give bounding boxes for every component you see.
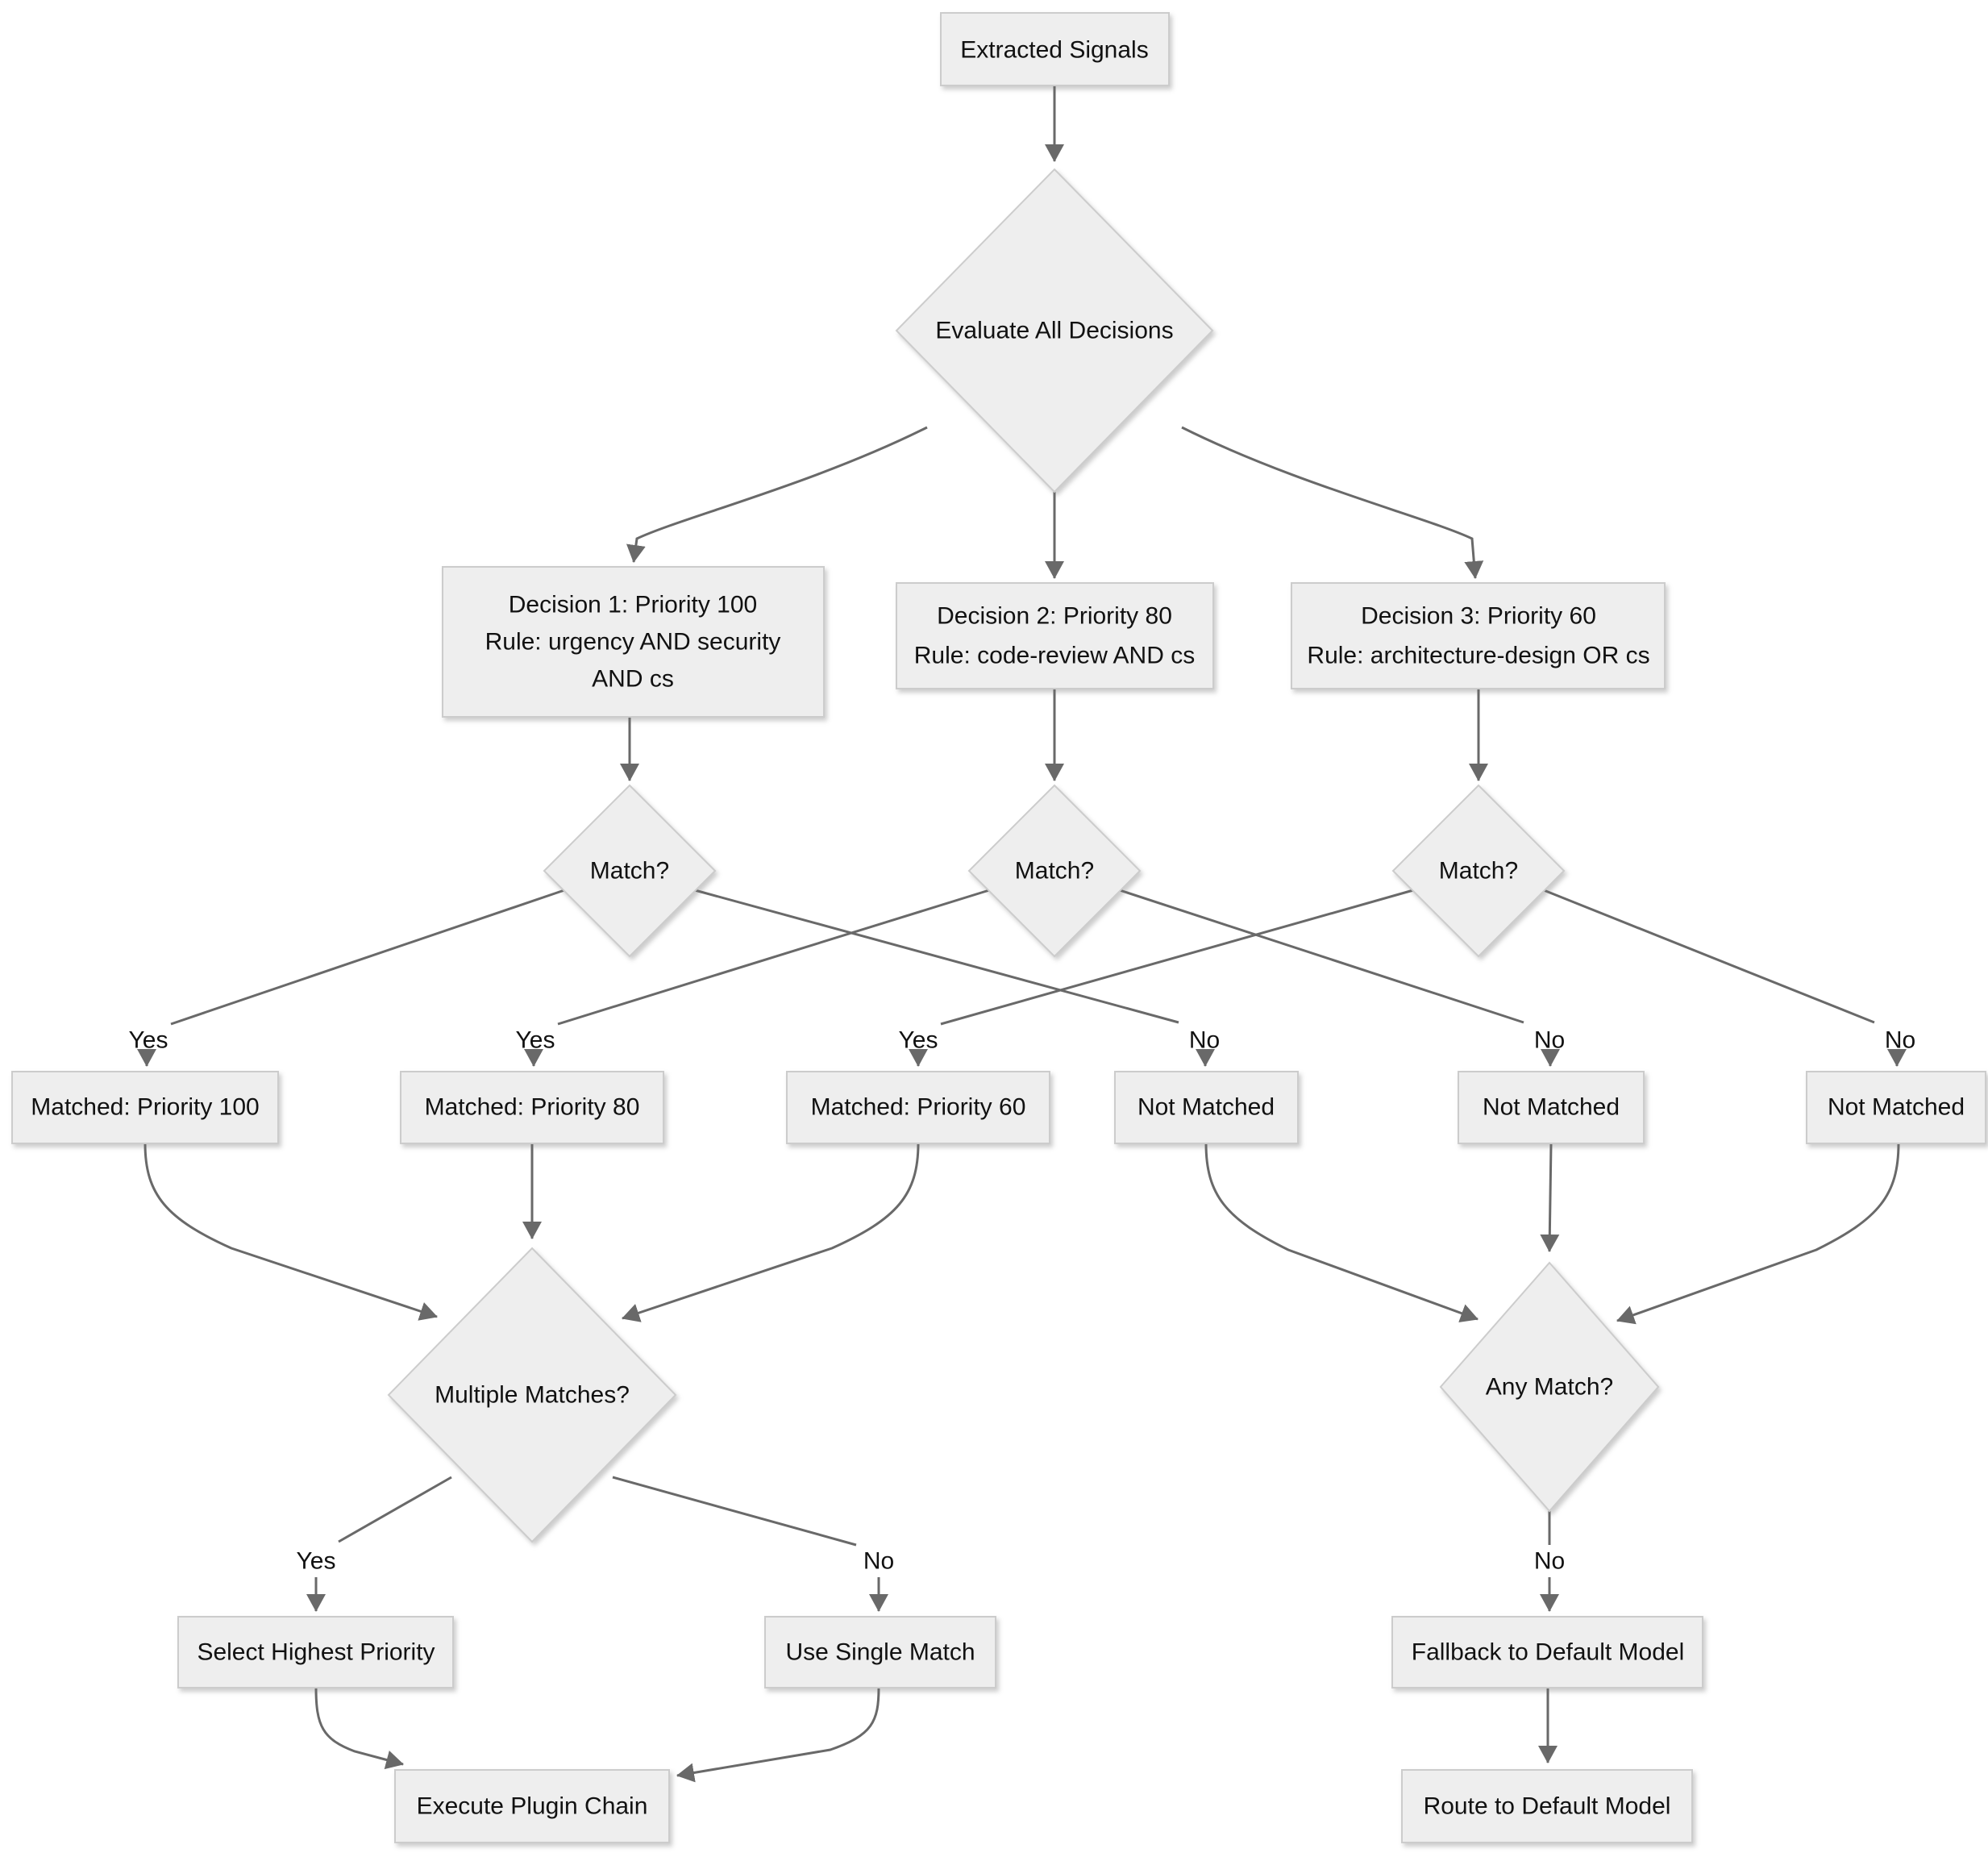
node-not-matched-2-label: Not Matched [1483,1094,1620,1121]
edge-single-to-execute [676,1687,880,1783]
node-execute-plugin-chain-label: Execute Plugin Chain [417,1793,648,1820]
node-match1-label: Match? [590,858,669,885]
edge-labels: Yes Yes Yes No No No Yes No No [129,1027,1916,1575]
edge-evaluate-to-decision3 [1181,426,1484,579]
node-decision-1-line3: AND cs [592,666,674,693]
node-decision-3 [1291,582,1666,689]
edges [137,85,1907,1783]
node-not-matched-1 [1114,1071,1299,1144]
edge-select-to-execute [314,1687,404,1770]
node-matched-priority-80-label: Matched: Priority 80 [425,1094,640,1121]
edge-match1-no-diagonal [694,889,1179,1024]
node-route-to-default-model-label: Route to Default Model [1424,1793,1671,1820]
node-decision-3-line2: Rule: architecture-design OR cs [1307,643,1649,669]
edge-matched100-to-multiple [143,1143,438,1321]
node-multiple-matches-label: Multiple Matches? [435,1382,630,1409]
node-not-matched-1-label: Not Matched [1137,1094,1275,1121]
node-match1-diamond [543,784,717,958]
node-matched-priority-60 [786,1071,1050,1144]
node-evaluate-all-decisions-label: Evaluate All Decisions [935,318,1173,344]
node-match2-diamond [967,784,1142,958]
label-match3-no: No [1885,1027,1915,1054]
edge-match3-yes-diagonal [940,889,1414,1026]
node-evaluate-all-decisions [895,168,1214,493]
node-not-matched-2 [1458,1071,1645,1144]
label-multiple-no: No [863,1548,894,1575]
node-matched-priority-100 [11,1071,279,1144]
edge-match3-no-diagonal [1543,889,1875,1024]
node-extracted-signals-label: Extracted Signals [960,37,1148,64]
edge-multiple-yes-diagonal [338,1476,452,1543]
node-matched-priority-80 [400,1071,664,1144]
node-select-highest-priority [177,1616,454,1688]
node-decision-1-line2: Rule: urgency AND security [485,629,781,656]
node-decision-2 [896,582,1214,689]
node-decision-1 [442,566,825,718]
node-multiple-matches-diamond [387,1247,677,1543]
node-fallback-to-default-model-label: Fallback to Default Model [1412,1639,1685,1666]
node-use-single-match-label: Use Single Match [785,1639,975,1666]
edge-match2-no-diagonal [1119,889,1524,1024]
node-any-match-label: Any Match? [1486,1374,1613,1401]
node-match3-diamond [1391,784,1566,958]
edge-notmatched3-to-anymatch [1616,1143,1900,1325]
node-matched-priority-100-label: Matched: Priority 100 [31,1094,259,1121]
edge-match2-yes-diagonal [557,889,990,1026]
edge-notmatched1-to-anymatch [1204,1143,1479,1323]
label-match3-yes: Yes [899,1027,938,1054]
node-matched-priority-60-label: Matched: Priority 60 [811,1094,1026,1121]
node-not-matched-3-label: Not Matched [1828,1094,1965,1121]
label-match2-no: No [1534,1027,1565,1054]
node-decision-3-line1: Decision 3: Priority 60 [1361,603,1596,630]
node-fallback-to-default-model [1391,1616,1703,1688]
node-select-highest-priority-label: Select Highest Priority [197,1639,435,1666]
label-anymatch-no: No [1534,1548,1565,1575]
node-not-matched-3 [1806,1071,1986,1144]
node-use-single-match [764,1616,996,1688]
edge-evaluate-to-decision1 [626,426,928,563]
label-match1-yes: Yes [129,1027,168,1054]
label-match1-no: No [1189,1027,1220,1054]
edge-multiple-no-diagonal [612,1476,857,1547]
nodes: Extracted Signals Evaluate All Decisions… [11,12,1986,1843]
node-decision-1-line1: Decision 1: Priority 100 [509,592,757,618]
label-match2-yes: Yes [516,1027,555,1054]
label-multiple-yes: Yes [297,1548,336,1575]
edge-notmatched2-to-anymatch [1540,1143,1560,1252]
node-route-to-default-model [1401,1769,1693,1843]
node-match2-label: Match? [1015,858,1094,885]
node-match3-label: Match? [1439,858,1518,885]
node-decision-2-line1: Decision 2: Priority 80 [937,603,1172,630]
node-any-match-diamond [1439,1261,1660,1513]
node-execute-plugin-chain [394,1769,670,1843]
edge-matched60-to-multiple [622,1143,920,1322]
node-decision-2-line2: Rule: code-review AND cs [914,643,1195,669]
edge-match1-yes-diagonal [170,889,565,1026]
node-extracted-signals [940,12,1170,86]
